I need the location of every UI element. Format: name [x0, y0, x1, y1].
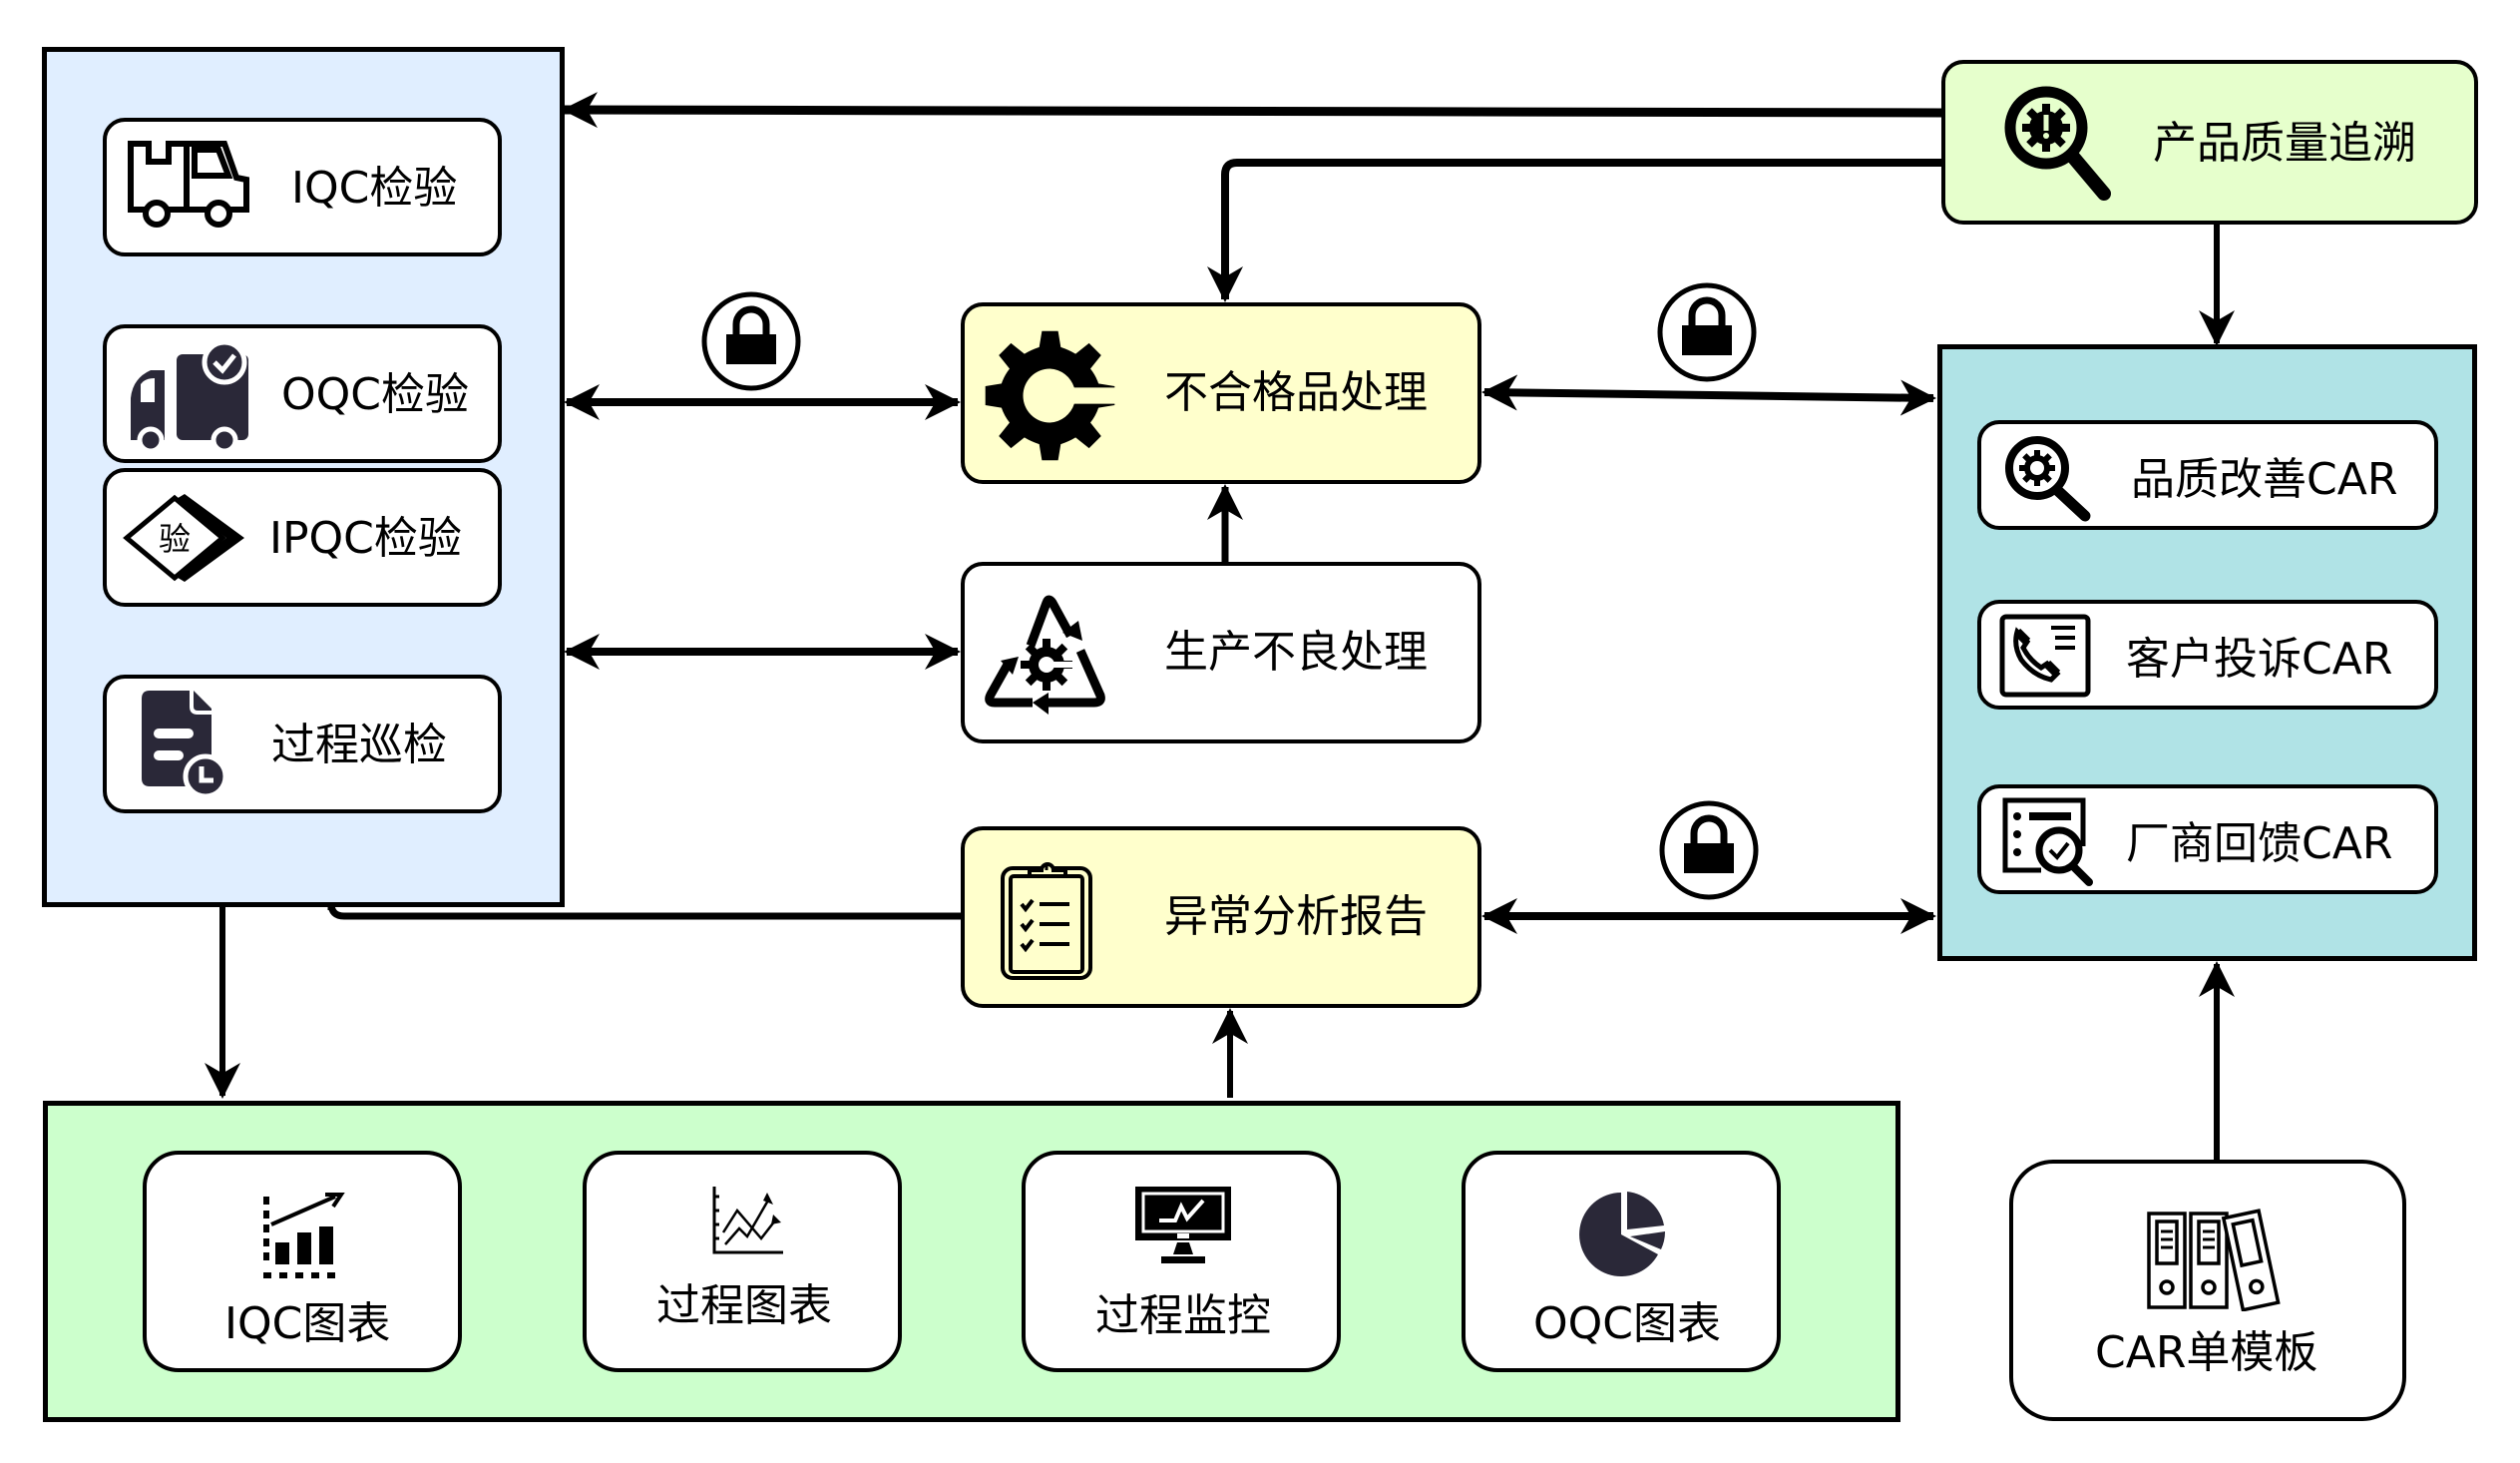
- lock-icon: [726, 305, 776, 364]
- process-patrol-label: 过程巡检: [271, 720, 447, 770]
- customer-complaint-car-card[interactable]: 客户投诉CAR: [1977, 600, 2438, 710]
- process-monitor-card[interactable]: 过程监控: [1022, 1151, 1341, 1372]
- car-template-box[interactable]: CAR单模板: [2009, 1160, 2406, 1421]
- production-defect-label: 生产不良处理: [1164, 627, 1428, 678]
- gear-icon: [985, 330, 1117, 461]
- process-patrol-card[interactable]: 过程巡检: [103, 675, 502, 813]
- inspection-diamond-icon: 验: [123, 494, 244, 582]
- process-chart-card[interactable]: 过程图表: [583, 1151, 902, 1372]
- monitor-chart-icon: [1135, 1187, 1231, 1263]
- svg-text:验: 验: [159, 520, 191, 558]
- oqc-chart-card[interactable]: OQC图表: [1462, 1151, 1781, 1372]
- binders-icon: [2147, 1209, 2281, 1311]
- truck-checked-icon: [131, 340, 248, 450]
- oqc-inspection-label: OQC检验: [281, 369, 469, 420]
- lock-badge: [1659, 800, 1759, 900]
- quality-trace-label: 产品质量追溯: [2153, 118, 2416, 169]
- oqc-inspection-card[interactable]: OQC检验: [103, 324, 502, 463]
- car-template-label: CAR单模板: [2095, 1327, 2318, 1378]
- search-gear-alert-icon: [2004, 86, 2111, 201]
- lock-icon: [1682, 296, 1732, 355]
- ipqc-inspection-label: IPQC检验: [269, 513, 462, 564]
- recycle-gear-icon: [985, 595, 1105, 715]
- bar-chart-growth-icon: [263, 1193, 345, 1278]
- quality-trace-box[interactable]: 产品质量追溯: [1941, 60, 2478, 225]
- document-clock-icon: [142, 691, 228, 799]
- arrow-nonconforming-car: [1481, 374, 1936, 416]
- customer-complaint-car-label: 客户投诉CAR: [2126, 634, 2393, 685]
- phone-call-icon: [1999, 614, 2091, 698]
- process-chart-label: 过程图表: [656, 1280, 832, 1331]
- report-search-check-icon: [2002, 797, 2093, 886]
- process-monitor-label: 过程监控: [1095, 1290, 1271, 1341]
- pie-chart-icon: [1579, 1192, 1666, 1276]
- quality-improvement-car-label: 品质改善CAR: [2131, 454, 2398, 505]
- arrow-trace-to-nonconforming: [1207, 159, 1941, 302]
- vendor-feedback-car-label: 厂商回馈CAR: [2126, 818, 2393, 869]
- abnormal-report-box[interactable]: 异常分析报告: [961, 826, 1481, 1008]
- iqc-chart-label: IQC图表: [224, 1298, 391, 1349]
- abnormal-report-label: 异常分析报告: [1164, 891, 1428, 942]
- lock-badge: [1657, 282, 1757, 382]
- lock-icon: [1684, 814, 1734, 873]
- oqc-chart-label: OQC图表: [1533, 1298, 1721, 1349]
- arrow-trace-to-inspection: [562, 92, 1942, 129]
- iqc-inspection-card[interactable]: IQC检验: [103, 118, 502, 256]
- ipqc-inspection-card[interactable]: 验 IPQC检验: [103, 468, 502, 607]
- lock-badge: [701, 291, 801, 391]
- nonconforming-handling-label: 不合格品处理: [1164, 367, 1428, 418]
- quality-improvement-car-card[interactable]: 品质改善CAR: [1977, 420, 2438, 530]
- iqc-inspection-label: IQC检验: [291, 163, 458, 214]
- search-gear-icon: [2005, 436, 2091, 522]
- delivery-truck-outline-icon: [128, 141, 249, 228]
- clipboard-checklist-icon: [1001, 862, 1092, 980]
- vendor-feedback-car-card[interactable]: 厂商回馈CAR: [1977, 784, 2438, 894]
- production-defect-box[interactable]: 生产不良处理: [961, 562, 1481, 743]
- line-chart-icon: [712, 1187, 783, 1254]
- nonconforming-handling-box[interactable]: 不合格品处理: [961, 302, 1481, 484]
- iqc-chart-card[interactable]: IQC图表: [143, 1151, 462, 1372]
